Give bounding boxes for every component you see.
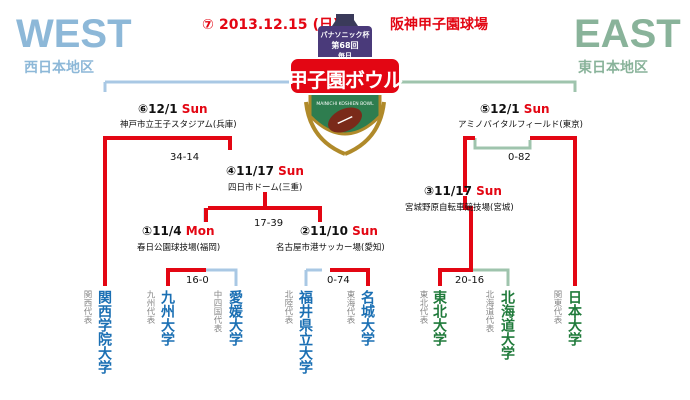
game-1-number: ①	[142, 224, 153, 238]
game-5-number: ⑤	[480, 102, 491, 116]
game-4-venue: 四日市ドーム(三重)	[228, 183, 303, 193]
team-region-6: 北海道代表	[484, 290, 494, 333]
koshien-bowl-logo: パナソニック杯 第68回 毎日 甲子園ボウル MAINICHI KOSHIEN …	[288, 12, 403, 162]
final-venue: 阪神甲子園球場	[390, 17, 488, 33]
game-3-title: ③11/17 Sun	[424, 184, 502, 198]
team-name-0: 関西学院大学	[96, 290, 112, 374]
winner-lines	[103, 136, 577, 286]
game-5-score: 0-82	[508, 152, 531, 163]
logo-sponsor: パナソニック杯	[320, 31, 370, 39]
team-name-1: 九州大学	[159, 290, 175, 346]
team-region-4: 東海代表	[345, 290, 355, 324]
game-1-day: Mon	[185, 224, 215, 238]
game-6-number: ⑥	[138, 102, 149, 116]
game-3-venue: 宮城野原自転車競技場(宮城)	[405, 203, 514, 213]
logo-edition: 第68回	[331, 41, 359, 50]
game-6-score: 34-14	[170, 152, 200, 163]
team-name-7: 日本大学	[566, 290, 582, 346]
game-3-number: ③	[424, 184, 435, 198]
game-6-date: 12/1	[148, 102, 178, 116]
team-name-6: 北海道大学	[499, 290, 515, 360]
team-name-4: 名城大学	[359, 290, 375, 346]
final-date: 2013.12.15	[218, 17, 308, 33]
game-4-number: ④	[226, 164, 237, 178]
game-1-date: 11/4	[152, 224, 182, 238]
game-2-title: ②11/10 Sun	[300, 224, 378, 238]
game-4-title: ④11/17 Sun	[226, 164, 304, 178]
logo-subtitle: MAINICHI KOSHIEN BOWL	[316, 102, 374, 107]
logo-mainichi: 毎日	[338, 52, 352, 60]
game-2-date: 11/10	[310, 224, 348, 238]
game-3-date: 11/17	[434, 184, 472, 198]
game-1-venue: 春日公園球技場(福岡)	[137, 243, 221, 253]
game-5-date: 12/1	[490, 102, 520, 116]
team-region-1: 九州代表	[145, 290, 155, 324]
game-1-score: 16-0	[186, 275, 209, 286]
east-region-title: EAST	[574, 12, 681, 56]
team-name-2: 愛媛大学	[227, 290, 243, 346]
game-2-score: 0-74	[327, 275, 350, 286]
game-2-day: Sun	[352, 224, 378, 238]
team-region-3: 北陸代表	[283, 290, 293, 324]
team-region-7: 関東代表	[552, 290, 562, 324]
logo-title: 甲子園ボウル	[288, 68, 403, 92]
game-4-day: Sun	[278, 164, 304, 178]
game-5-venue: アミノバイタルフィールド(東京)	[458, 120, 583, 130]
logo-emblem	[289, 14, 401, 156]
game-1-title: ①11/4 Mon	[142, 224, 215, 238]
east-lines	[345, 80, 577, 286]
game-2-venue: 名古屋市港サッカー場(愛知)	[276, 243, 385, 253]
west-region-title: WEST	[16, 12, 132, 56]
east-region-subtitle: 東日本地区	[578, 60, 648, 76]
final-number: ⑦	[202, 17, 214, 33]
game-6-day: Sun	[181, 102, 208, 116]
team-name-3: 福井県立大学	[297, 290, 313, 374]
game-3-score: 20-16	[455, 275, 485, 286]
game-2-number: ②	[300, 224, 311, 238]
game-6-venue: 神戸市立王子スタジアム(兵庫)	[120, 120, 237, 130]
game-3-day: Sun	[476, 184, 502, 198]
game-6-title: ⑥12/1 Sun	[138, 102, 208, 116]
west-region-subtitle: 西日本地区	[24, 60, 94, 76]
team-name-5: 東北大学	[431, 290, 447, 346]
team-region-0: 関西代表	[82, 290, 92, 324]
game-4-score: 17-39	[254, 218, 284, 229]
game-5-day: Sun	[523, 102, 550, 116]
game-5-title: ⑤12/1 Sun	[480, 102, 550, 116]
team-region-2: 中四国代表	[212, 290, 222, 333]
game-4-date: 11/17	[236, 164, 274, 178]
team-region-5: 東北代表	[418, 290, 428, 324]
